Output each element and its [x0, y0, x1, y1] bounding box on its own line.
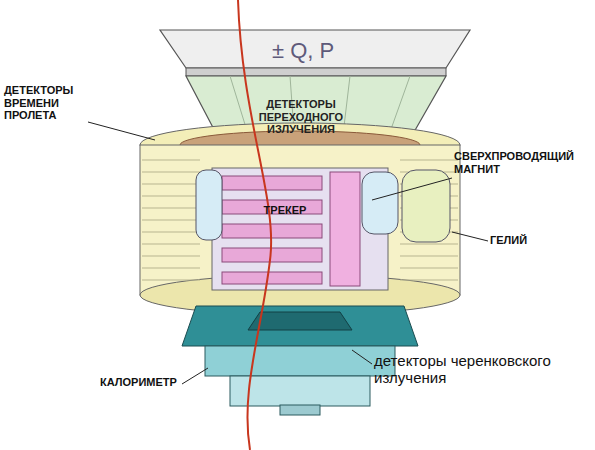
magnet-body [140, 145, 460, 295]
part-label: ТРЕКЕР [250, 204, 320, 217]
leader-lines [88, 122, 488, 384]
rich-detector [182, 306, 418, 346]
calorimeter-upper [205, 346, 395, 376]
charge-momentum-label: ± Q, P [272, 38, 382, 63]
trd-plate-edge [186, 68, 446, 76]
rich-mirror [248, 312, 352, 330]
part-label: КАЛОРИМЕТР [100, 376, 184, 389]
tracker-side [330, 172, 360, 286]
tracker-planes [222, 176, 322, 284]
part-label: ДЕТЕКТОРЫ ПЕРЕХОДНОГО ИЗЛУЧЕНИЯ [246, 98, 356, 136]
calorimeter-base [280, 405, 320, 415]
part-label: детекторы черенковского излучения [374, 352, 592, 387]
part-label: ГЕЛИЙ [490, 234, 550, 247]
particle-track [238, 0, 271, 450]
part-label: СВЕРХПРОВОДЯЩИЙ МАГНИТ [454, 150, 592, 175]
trd-top-plate [160, 30, 470, 68]
part-label: ДЕТЕКТОРЫ ВРЕМЕНИ ПРОЛЕТА [4, 84, 90, 122]
helium-window [196, 170, 222, 240]
helium-window [362, 172, 398, 234]
